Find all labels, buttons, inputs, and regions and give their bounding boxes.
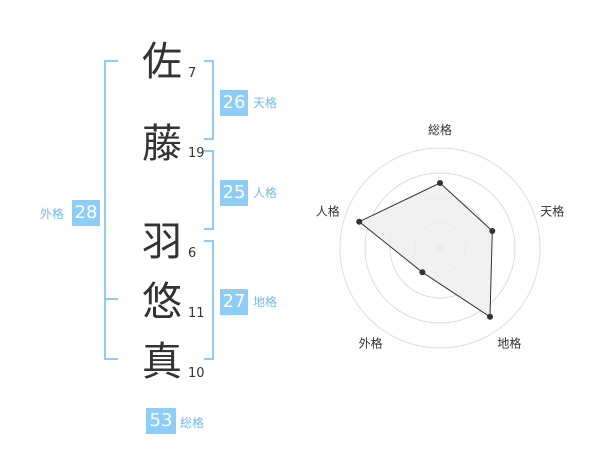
jin-kaku-value: 25 <box>220 180 248 206</box>
radar-polygon <box>358 182 493 318</box>
stroke-count-1: 7 <box>188 66 197 81</box>
radar-axis-label-2: 天格 <box>540 204 564 219</box>
radar-point-1 <box>437 180 443 186</box>
chi-bracket-top <box>204 240 214 242</box>
jin-kaku-label: 人格 <box>253 186 278 200</box>
radar-ring-4 <box>339 147 541 349</box>
gai-kaku-value: 28 <box>72 200 100 226</box>
sou-kaku-label: 総格 <box>180 416 205 430</box>
sou-kaku-value: 53 <box>146 408 176 434</box>
chi-bracket <box>212 240 214 360</box>
jin-bracket-top <box>204 150 214 152</box>
radar-axis-label-1: 総格 <box>428 122 452 137</box>
stroke-count-2: 19 <box>188 146 205 161</box>
chi-kaku-label: 地格 <box>253 295 278 309</box>
chi-kaku-value: 27 <box>220 289 248 315</box>
outer-bracket-top <box>104 60 118 62</box>
ten-bracket-top <box>204 60 214 62</box>
radar-point-3 <box>487 313 493 320</box>
name-char-1: 佐 <box>142 39 182 85</box>
jin-bracket <box>212 150 214 230</box>
ten-bracket-bottom <box>204 138 214 140</box>
stroke-count-4: 11 <box>188 306 205 321</box>
radar-axis-label-5: 人格 <box>316 204 340 219</box>
stroke-count-3: 6 <box>188 246 197 261</box>
name-char-4: 悠 <box>142 279 182 325</box>
radar-point-4 <box>419 269 426 276</box>
gai-kaku-label: 外格 <box>40 207 65 221</box>
chi-bracket-bottom <box>204 358 214 360</box>
name-char-5: 真 <box>142 339 182 385</box>
name-char-2: 藤 <box>142 121 182 167</box>
radar-ring-3 <box>364 172 516 324</box>
radar-axis-label-3: 地格 <box>497 336 521 351</box>
radar-axis-label-4: 外格 <box>359 336 383 351</box>
ten-kaku-label: 天格 <box>253 96 278 110</box>
outer-bracket-bottom <box>104 358 118 360</box>
stroke-count-5: 10 <box>188 366 205 381</box>
radar-point-5 <box>356 218 363 225</box>
radar-point-2 <box>489 228 496 234</box>
jin-bracket-bottom <box>204 228 214 230</box>
ten-bracket <box>212 60 214 140</box>
outer-bracket-mid <box>104 298 118 300</box>
outer-bracket-vertical <box>104 60 106 360</box>
ten-kaku-value: 26 <box>220 90 248 116</box>
name-char-3: 羽 <box>142 219 182 265</box>
